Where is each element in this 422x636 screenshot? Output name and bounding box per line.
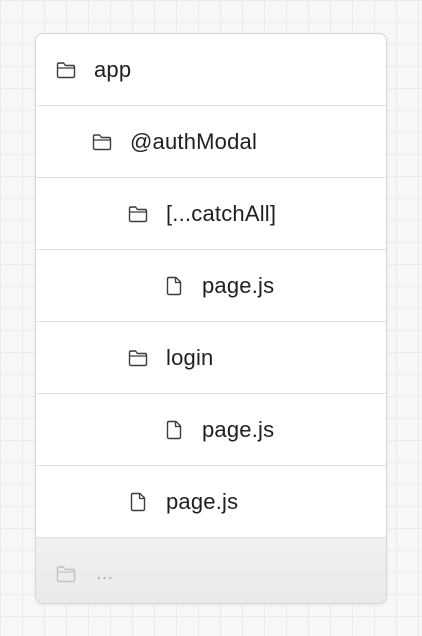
tree-item-app-folder[interactable]: app [36, 34, 386, 106]
tree-item-label: app [94, 56, 132, 82]
folder-icon [128, 204, 148, 224]
tree-item-label: @authModal [130, 128, 258, 154]
folder-icon [56, 60, 76, 80]
file-tree: app @authModal [...catchAll] page.js [35, 33, 387, 604]
tree-item-login-folder[interactable]: login [36, 322, 386, 394]
tree-item-authmodal-page-file[interactable]: page.js [36, 466, 386, 538]
tree-item-label: page.js [202, 272, 275, 298]
tree-item-catchall-folder[interactable]: [...catchAll] [36, 178, 386, 250]
tree-item-label: ... [96, 562, 114, 584]
file-icon [164, 420, 184, 440]
folder-icon [92, 132, 112, 152]
file-icon [128, 492, 148, 512]
tree-item-label: [...catchAll] [166, 200, 277, 226]
tree-item-label: page.js [166, 488, 239, 514]
file-icon [164, 276, 184, 296]
tree-item-login-page-file[interactable]: page.js [36, 394, 386, 466]
tree-item-label: login [166, 344, 214, 370]
folder-icon [128, 348, 148, 368]
folder-icon [56, 564, 76, 584]
tree-item-authmodal-folder[interactable]: @authModal [36, 106, 386, 178]
tree-item-more-placeholder[interactable]: ... [36, 538, 386, 603]
tree-item-catchall-page-file[interactable]: page.js [36, 250, 386, 322]
tree-item-label: page.js [202, 416, 275, 442]
